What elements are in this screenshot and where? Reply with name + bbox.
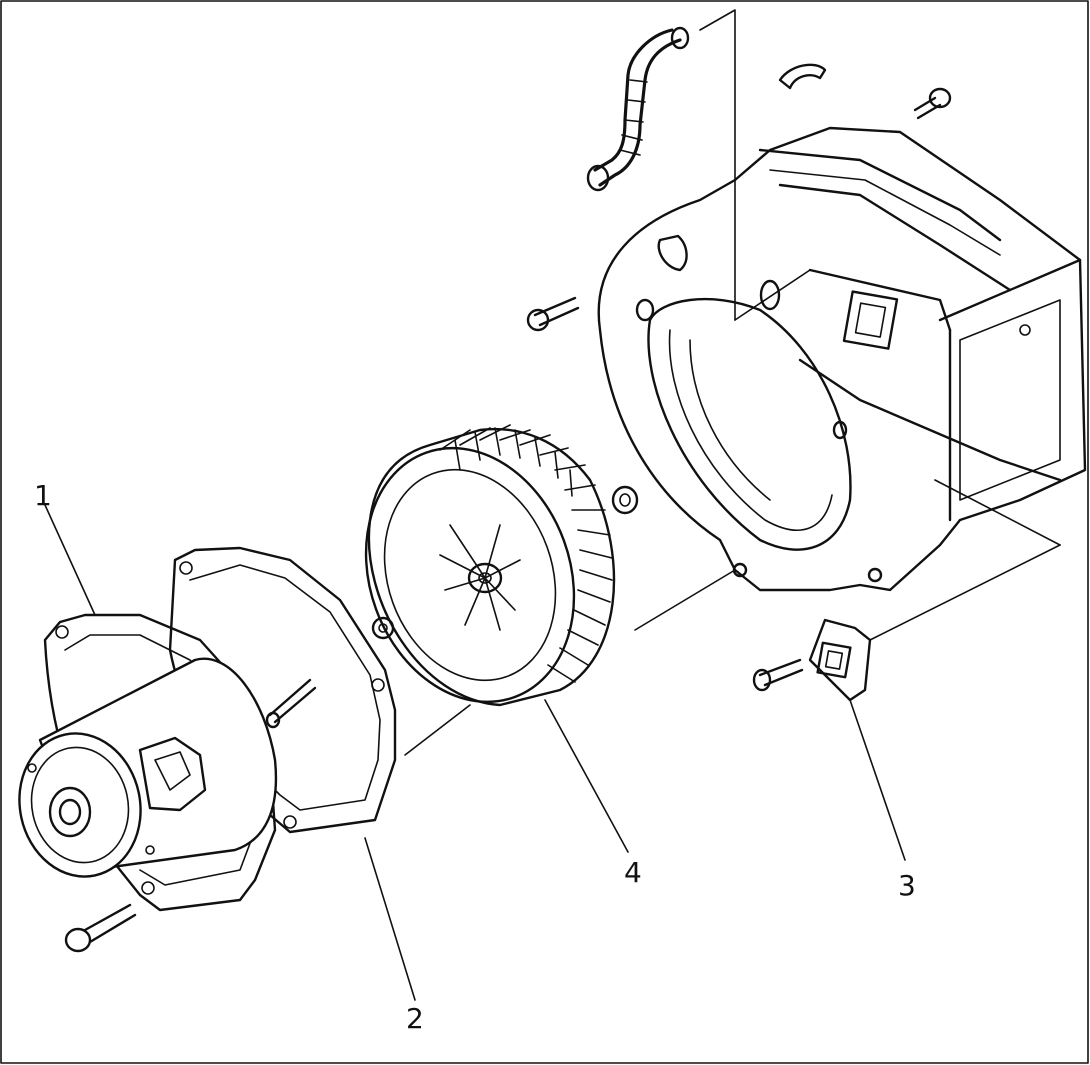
gasket-washer — [371, 616, 395, 640]
drain-hose — [586, 9, 736, 321]
callout-2: 2 — [406, 1002, 424, 1035]
grommet — [611, 485, 639, 515]
callout-3: 3 — [898, 869, 916, 902]
motor-part-1 — [18, 613, 317, 912]
housing-screw — [526, 296, 580, 332]
callout-1: 1 — [34, 479, 52, 512]
resistor-part-3 — [752, 618, 872, 702]
motor-bolt — [64, 903, 137, 953]
callout-4: 4 — [624, 856, 642, 889]
callout-leaders — [44, 504, 906, 1001]
assembly-axis-lines — [404, 269, 1061, 756]
clip-and-bolt — [778, 63, 952, 120]
blower-housing — [597, 126, 1087, 592]
fan-part-4 — [364, 424, 616, 707]
